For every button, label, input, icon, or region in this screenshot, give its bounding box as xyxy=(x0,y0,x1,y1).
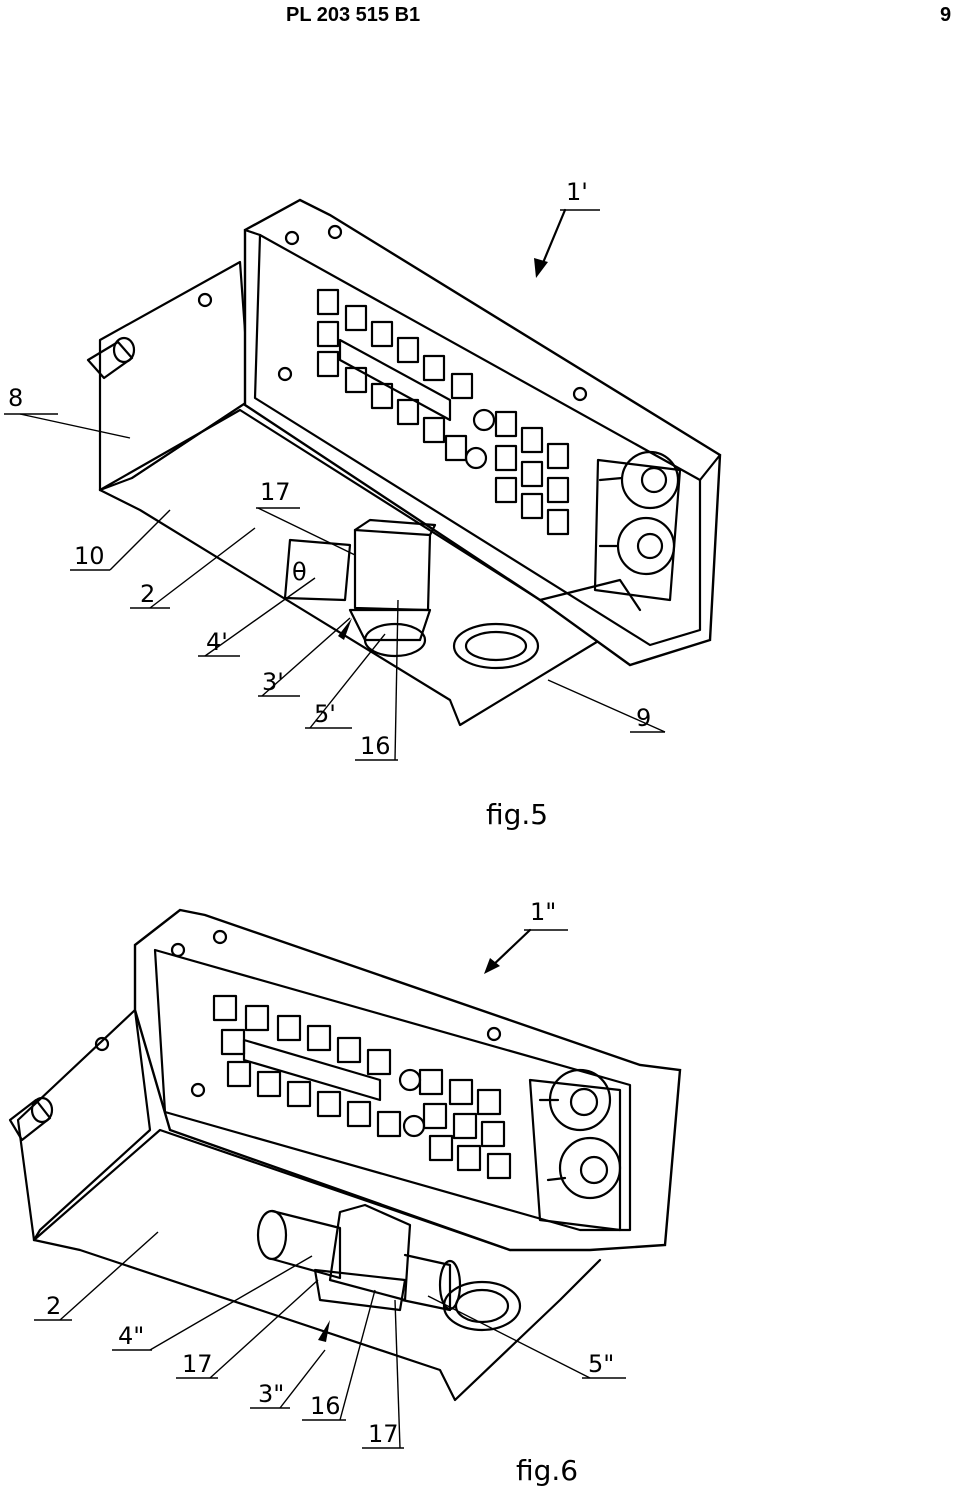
figure-6-drawing xyxy=(8,908,682,1449)
label-3-fig6: 3" xyxy=(258,1380,284,1408)
label-16-fig6: 16 xyxy=(310,1392,341,1420)
sensor-module-fig5: θ xyxy=(283,518,437,658)
label-8-fig5: 8 xyxy=(8,384,23,412)
label-4-fig6: 4" xyxy=(118,1322,144,1350)
caption-fig5: fig.5 xyxy=(486,798,548,831)
label-16-fig5: 16 xyxy=(360,732,391,760)
label-17b-fig6: 17 xyxy=(368,1420,399,1448)
svg-text:θ: θ xyxy=(292,558,307,586)
label-2-fig5: 2 xyxy=(140,580,155,608)
page-number: 9 xyxy=(940,4,952,26)
label-3-fig5: 3' xyxy=(262,668,284,696)
label-9-fig5: 9 xyxy=(636,704,651,732)
label-device-fig6: 1" xyxy=(530,898,556,926)
keypad-fig5 xyxy=(316,288,570,536)
label-2-fig6: 2 xyxy=(46,1292,61,1320)
label-10-fig5: 10 xyxy=(74,542,105,570)
keypad-fig6 xyxy=(212,994,512,1180)
caption-fig6: fig.6 xyxy=(516,1454,578,1487)
label-4-fig5: 4' xyxy=(206,628,228,656)
knobs-fig5 xyxy=(538,450,682,612)
figure-5-drawing: θ xyxy=(4,198,722,761)
label-device-fig5: 1' xyxy=(566,178,588,206)
patent-number: PL 203 515 B1 xyxy=(286,4,421,26)
label-17a-fig6: 17 xyxy=(182,1350,213,1378)
label-5-fig5: 5' xyxy=(314,700,336,728)
sensor-module-fig6 xyxy=(256,1203,522,1332)
knobs-fig6 xyxy=(528,1068,622,1232)
label-17-fig5: 17 xyxy=(260,478,291,506)
label-5-fig6: 5" xyxy=(588,1350,614,1378)
